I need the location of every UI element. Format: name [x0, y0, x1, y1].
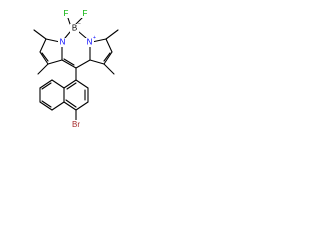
bond-methyl-l1 [33, 29, 47, 40]
bond-naph-4-double [65, 99, 77, 108]
bond-ring-l2-double [41, 52, 49, 62]
bond-naph-11 [51, 101, 65, 111]
bond-methyl-r1 [105, 29, 119, 40]
charge-n2: + [93, 35, 96, 41]
bond-ring-r2 [103, 51, 113, 65]
bond-ring-r3 [89, 59, 105, 65]
bond-b-n2 [78, 31, 87, 39]
atom-labels: F F B − N N + Br [58, 9, 96, 130]
charge-b: − [78, 21, 81, 27]
bond-naph-10-double [41, 100, 52, 108]
atom-f1: F [64, 9, 69, 18]
bond-ring-r2-double [103, 52, 111, 62]
bond-meso-r [75, 59, 91, 69]
bond-naph-8 [39, 79, 53, 89]
bond-naph-7 [51, 79, 65, 89]
bond-methyl-r2 [103, 63, 115, 75]
bond-ring-l3 [47, 59, 63, 65]
bond-ring-r1 [105, 38, 113, 53]
atom-b: B [72, 24, 77, 33]
bonds [33, 17, 119, 121]
bond-methyl-l2 [37, 63, 49, 75]
bond-meso-l [61, 59, 77, 69]
bond-n2-c [91, 38, 107, 43]
bond-naph-1 [75, 79, 89, 89]
atom-f2: F [83, 9, 88, 18]
bond-n1-c [45, 38, 61, 43]
atom-n2: N [87, 38, 93, 47]
bond-ring-l1 [39, 38, 47, 53]
molecule-drawing: F F B − N N + Br [33, 9, 119, 130]
atom-br: Br [72, 120, 80, 129]
bond-b-f2 [75, 17, 83, 25]
bond-meso-double [63, 58, 75, 66]
bond-naph-6 [63, 79, 77, 89]
structure-diagram: F F B − N N + Br [0, 0, 152, 152]
bond-naph-8-double [41, 82, 52, 90]
bond-naph-10 [39, 101, 53, 111]
bond-b-n1 [64, 31, 71, 39]
bond-ring-l2 [39, 51, 49, 65]
bond-b-f1 [67, 17, 71, 25]
bond-naph-4 [63, 101, 77, 111]
bond-naph-3 [75, 101, 89, 111]
atom-n1: N [60, 38, 66, 47]
bond-naph-6-double [66, 82, 77, 90]
